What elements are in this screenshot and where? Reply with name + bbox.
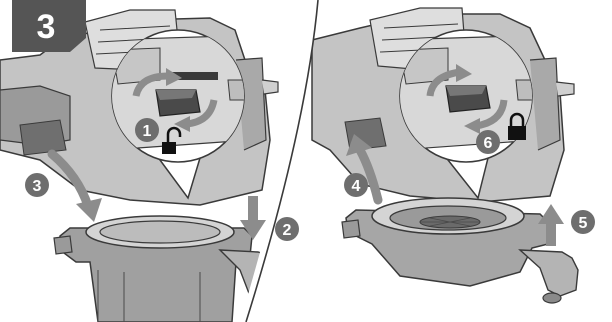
arrow-push-down (248, 196, 258, 222)
arrow-pull-up (546, 222, 556, 246)
step-number: 3 (37, 8, 56, 46)
svg-text:1: 1 (143, 123, 152, 140)
svg-text:5: 5 (579, 215, 588, 232)
step-badge: 3 (12, 0, 86, 52)
callout-5: 5 (571, 210, 595, 234)
arrow-pull-up-head (538, 204, 564, 224)
svg-text:6: 6 (484, 135, 493, 152)
callout-2: 2 (275, 217, 299, 241)
svg-text:3: 3 (33, 178, 42, 195)
dust-bin-left (54, 216, 278, 322)
svg-text:4: 4 (352, 178, 361, 195)
filter-base-right (342, 198, 578, 303)
callout-4: 4 (344, 173, 368, 197)
callout-6: 6 (476, 130, 500, 154)
svg-text:2: 2 (283, 222, 292, 239)
callout-3: 3 (25, 173, 49, 197)
callout-1: 1 (135, 118, 159, 142)
arrow-swing-in-head (76, 198, 102, 222)
